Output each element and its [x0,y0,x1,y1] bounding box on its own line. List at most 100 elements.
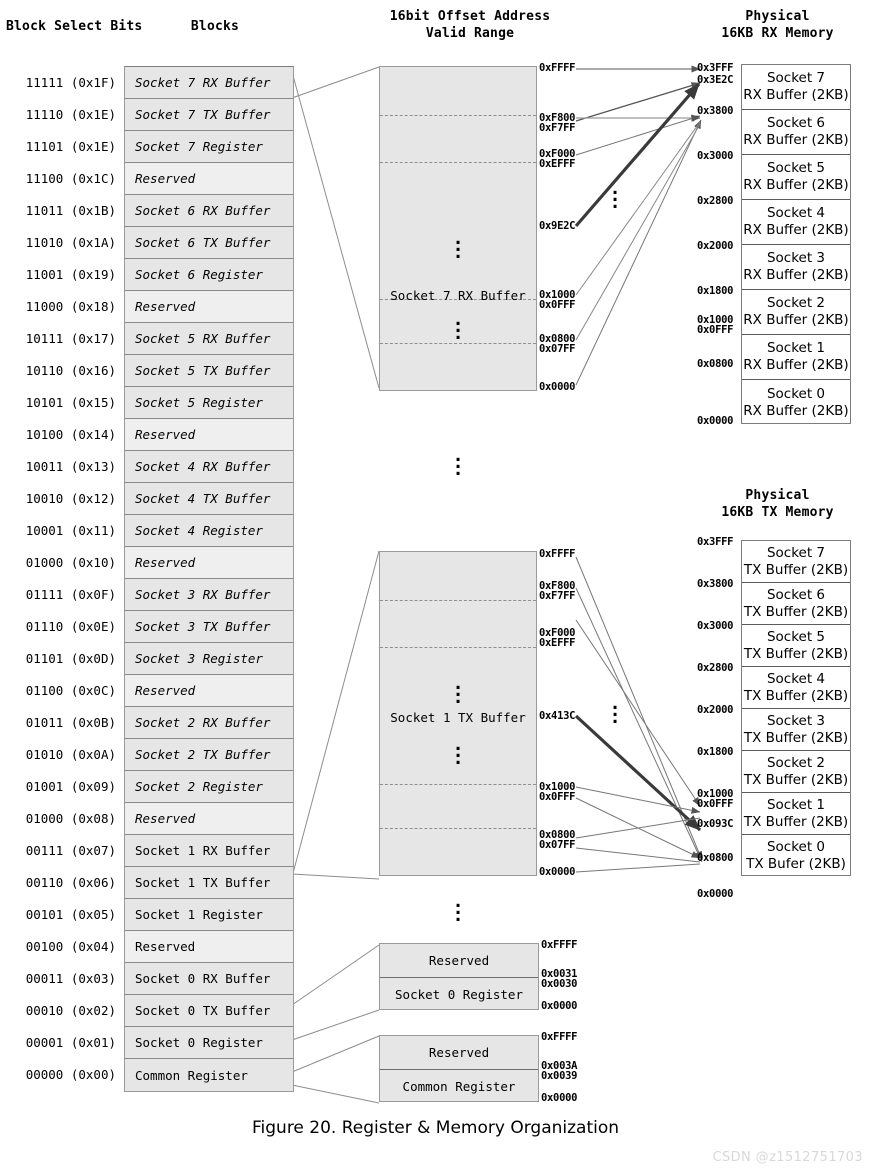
block-row-label: Common Register [135,1067,248,1083]
block-row[interactable]: Reserved [125,931,293,963]
block-row-label: Socket 3 TX Buffer [135,619,271,634]
header-offset-address: 16bit Offset Address Valid Range [389,9,551,41]
block-row-label: Socket 2 TX Buffer [135,747,271,762]
block-row[interactable]: Reserved [125,675,293,707]
offset-tx-label: Socket 1 TX Buffer [390,710,526,725]
block-row[interactable]: Reserved [125,419,293,451]
physical-address-label: 0x1000 [697,314,734,326]
block-row[interactable]: Reserved [125,803,293,835]
block-row[interactable]: Socket 7 TX Buffer [125,99,293,131]
block-row[interactable]: Socket 4 RX Buffer [125,451,293,483]
block-row[interactable]: Socket 6 Register [125,259,293,291]
offset-box-socket1-tx: ... Socket 1 TX Buffer ... [379,551,537,876]
physical-memory-row-buffer: RX Buffer (2KB) [743,87,849,103]
block-row[interactable]: Reserved [125,291,293,323]
physical-address-label: 0x3800 [697,105,734,117]
block-select-bits-8: 10111 (0x17) [25,331,116,346]
block-row-label: Socket 1 Register [135,907,263,922]
block-row[interactable]: Socket 3 Register [125,643,293,675]
physical-memory-row-socket: Socket 6 [766,586,826,603]
offset-tx-addr-0xFFFF: 0xFFFF [539,548,576,560]
block-row-label: Socket 5 RX Buffer [135,331,271,346]
block-row[interactable]: Socket 0 Register [125,1027,293,1059]
offset-rx-label: Socket 7 RX Buffer [390,288,526,303]
block-row[interactable]: Socket 4 TX Buffer [125,483,293,515]
physical-address-label: 0x0FFF [697,324,734,336]
physical-memory-row-buffer: RX Buffer (2KB) [743,402,849,419]
offset-s0reg-addr-0x0031: 0x0031 [541,968,578,980]
block-row-label: Reserved [135,939,196,954]
block-row[interactable]: Socket 1 TX Buffer [125,867,293,899]
offset-rx-addr-0xEFFF: 0xEFFF [539,158,576,170]
block-row[interactable]: Socket 7 Register [125,131,293,163]
block-select-bits-7: 11000 (0x18) [25,299,116,314]
block-row[interactable]: Socket 3 RX Buffer [125,579,293,611]
block-row[interactable]: Common Register [125,1059,293,1091]
offset-rx-addr-0x9E2C: 0x9E2C [539,220,576,232]
block-select-bits-4: 11011 (0x1B) [25,203,116,218]
block-select-bits-9: 10110 (0x16) [25,363,116,378]
block-row[interactable]: Socket 4 Register [125,515,293,547]
block-row-label: Socket 0 Register [135,1035,263,1050]
block-row-label: Socket 6 RX Buffer [135,203,271,218]
offset-common-addr-0x003A: 0x003A [541,1060,578,1072]
block-row[interactable]: Socket 6 RX Buffer [125,195,293,227]
block-row-label: Socket 7 Register [135,139,263,154]
block-row[interactable]: Socket 2 RX Buffer [125,707,293,739]
watermark: CSDN @z1512751703 [712,1150,863,1165]
header-block-select-bits: Block Select Bits [6,19,143,34]
block-row[interactable]: Socket 7 RX Buffer [125,67,293,99]
vertical-dots-tx-arrows: ... [609,693,621,728]
physical-memory-row-socket: Socket 3 [766,712,826,729]
vertical-dots-offset-lower: ... [452,891,464,926]
block-select-bits-30: 00001 (0x01) [25,1035,116,1050]
block-select-bits-12: 10011 (0x13) [25,459,116,474]
offset-rx-addr-0x07FF: 0x07FF [539,343,576,355]
physical-address-label: 0x2800 [697,195,734,207]
offset-rx-addr-0x0000: 0x0000 [539,381,576,393]
physical-address-label: 0x0800 [697,358,734,370]
block-row-label: Socket 3 RX Buffer [135,587,271,602]
block-row[interactable]: Socket 0 TX Buffer [125,995,293,1027]
physical-address-label: 0x0FFF [697,798,734,810]
block-row[interactable]: Socket 2 TX Buffer [125,739,293,771]
block-row[interactable]: Socket 1 RX Buffer [125,835,293,867]
physical-memory-row-socket: Socket 1 [766,340,826,356]
physical-address-label: 0x1800 [697,746,734,758]
physical-memory-row-buffer: TX Buffer (2KB) [743,645,849,662]
block-row[interactable]: Reserved [125,163,293,195]
block-row[interactable]: Reserved [125,547,293,579]
block-row[interactable]: Socket 6 TX Buffer [125,227,293,259]
block-row[interactable]: Socket 1 Register [125,899,293,931]
physical-address-label: 0x3FFF [697,536,734,548]
block-row[interactable]: Socket 3 TX Buffer [125,611,293,643]
block-row[interactable]: Socket 0 RX Buffer [125,963,293,995]
physical-address-label: 0x0000 [697,415,734,427]
block-row[interactable]: Socket 5 Register [125,387,293,419]
physical-address-label: 0x3FFF [697,62,734,74]
block-row[interactable]: Socket 2 Register [125,771,293,803]
block-row[interactable]: Socket 5 TX Buffer [125,355,293,387]
block-select-bits-24: 00111 (0x07) [25,843,116,858]
physical-memory-row-socket: Socket 4 [766,670,826,687]
offset-s0reg-addr-0x0000: 0x0000 [541,1000,578,1012]
offset-rx-addr-0xFFFF: 0xFFFF [539,62,576,74]
block-select-bits-22: 01001 (0x09) [25,779,116,794]
block-row[interactable]: Socket 5 RX Buffer [125,323,293,355]
